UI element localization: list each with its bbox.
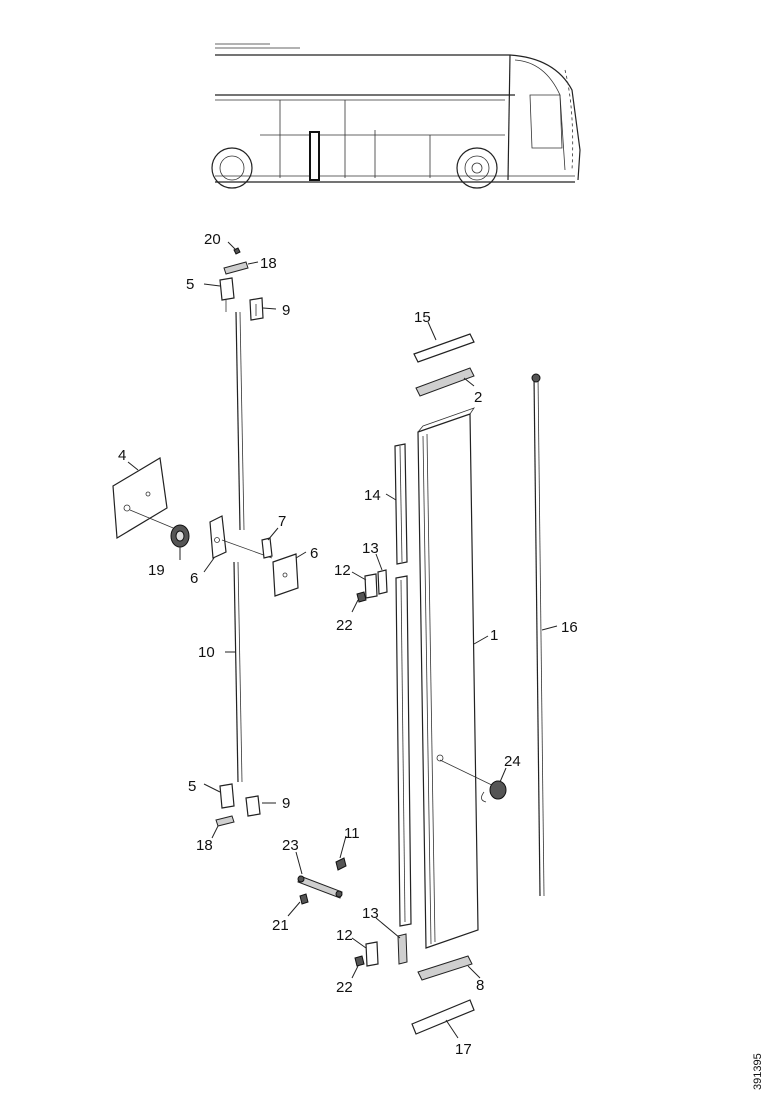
document-number: 391395 (752, 1053, 764, 1090)
part-22-lower (354, 955, 365, 967)
callout-20: 20 (204, 231, 221, 248)
part-4-plate (112, 457, 168, 540)
part-18-bottom (215, 815, 235, 827)
callout-8: 8 (476, 977, 484, 994)
callout-21: 21 (272, 917, 289, 934)
part-7 (261, 537, 273, 559)
callout-6-left: 6 (190, 570, 198, 587)
callout-17: 17 (455, 1041, 472, 1058)
callout-5-bottom: 5 (188, 778, 196, 795)
callout-12-lower: 12 (336, 927, 353, 944)
callout-1: 1 (490, 627, 498, 644)
part-13-upper (377, 569, 388, 595)
callout-12-upper: 12 (334, 562, 351, 579)
part-12-lower (365, 941, 379, 967)
part-21 (299, 893, 309, 905)
callout-14: 14 (364, 487, 381, 504)
part-5-top (219, 277, 235, 301)
callout-23: 23 (282, 837, 299, 854)
part-8-rail (417, 955, 473, 981)
part-22-upper (356, 591, 367, 603)
part-17-seal (411, 999, 475, 1035)
part-13-lower (397, 933, 408, 965)
callout-5-top: 5 (186, 276, 194, 293)
callout-4: 4 (118, 447, 126, 464)
hinge-rod-assembly (112, 247, 299, 827)
callout-9-bottom: 9 (282, 795, 290, 812)
door-leaf-assembly (394, 333, 545, 1035)
part-18-top (223, 261, 249, 275)
part-10-rod (233, 561, 239, 783)
callout-24: 24 (504, 753, 521, 770)
callout-22-upper: 22 (336, 617, 353, 634)
callout-6-right: 6 (310, 545, 318, 562)
lower-side-profile (395, 575, 412, 927)
callout-18-top: 18 (260, 255, 277, 272)
callout-2: 2 (474, 389, 482, 406)
part-15-seal (413, 333, 475, 363)
callout-7: 7 (278, 513, 286, 530)
leader-lines (127, 241, 558, 1039)
callout-labels: 20 18 5 9 15 2 4 14 7 13 6 12 19 6 22 16… (118, 231, 578, 1058)
callout-10: 10 (198, 644, 215, 661)
callout-15: 15 (414, 309, 431, 326)
part-2-rail (415, 367, 475, 397)
part-12-upper (364, 573, 378, 599)
callout-9-top: 9 (282, 302, 290, 319)
part-11 (335, 857, 347, 871)
small-hardware (297, 569, 408, 967)
part-6-hinge-leaf (209, 515, 227, 559)
callout-22-lower: 22 (336, 979, 353, 996)
callout-13-lower: 13 (362, 905, 379, 922)
callout-13-upper: 13 (362, 540, 379, 557)
part-5-bottom (219, 783, 235, 809)
part-9-bottom (245, 795, 261, 817)
part-16-rod (533, 375, 541, 897)
callout-19: 19 (148, 562, 165, 579)
callout-18-bottom: 18 (196, 837, 213, 854)
part-24-roller (489, 780, 507, 800)
callout-11: 11 (344, 825, 360, 842)
part-9-top (249, 297, 264, 321)
bus-locator-sketch (211, 43, 581, 189)
callout-16: 16 (561, 619, 578, 636)
part-6-plate (272, 553, 299, 597)
